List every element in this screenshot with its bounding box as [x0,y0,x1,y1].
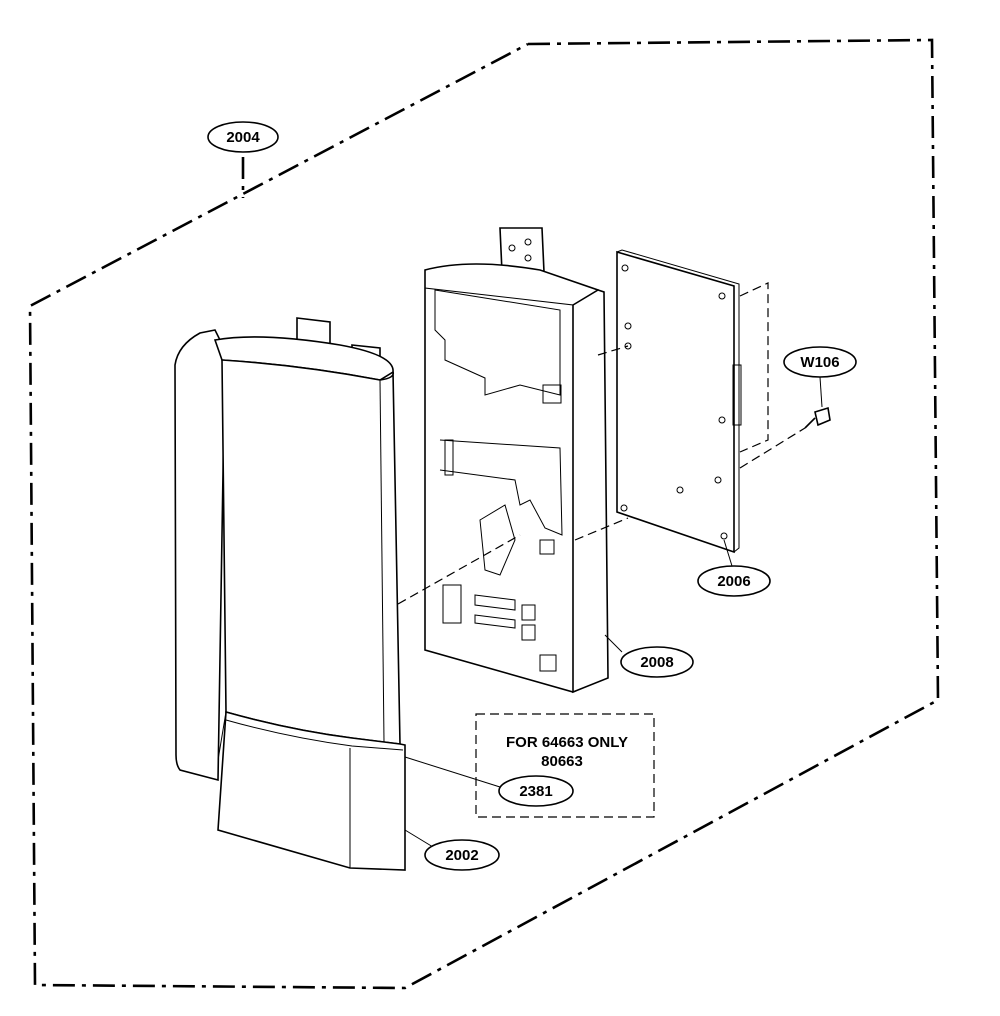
callout-2006: 2006 [697,565,771,597]
callout-label-2008: 2008 [640,654,673,671]
callout-label-2006: 2006 [717,573,750,590]
callout-label-w106: W106 [800,354,839,371]
leader-lines [404,376,823,848]
mounting-bracket-part [424,227,609,694]
callout-2381: 2381 [498,775,574,807]
callout-2004: 2004 [207,121,279,153]
front-cover-part [174,317,406,871]
callout-label-2004: 2004 [226,129,260,146]
screw-part [804,406,831,429]
callout-label-2381: 2381 [519,783,552,800]
assembly-boundary [28,38,940,990]
callout-label-2002: 2002 [445,847,478,864]
alignment-lines [397,282,806,605]
callout-2002: 2002 [424,839,500,871]
callout-2008: 2008 [620,646,694,678]
note-box: FOR 64663 ONLY 80663 [475,713,655,818]
pcb-board-part [616,249,742,554]
note-line-1: FOR 64663 ONLY [506,734,628,751]
callout-w106: W106 [783,346,857,378]
note-line-2: 80663 [541,753,583,770]
